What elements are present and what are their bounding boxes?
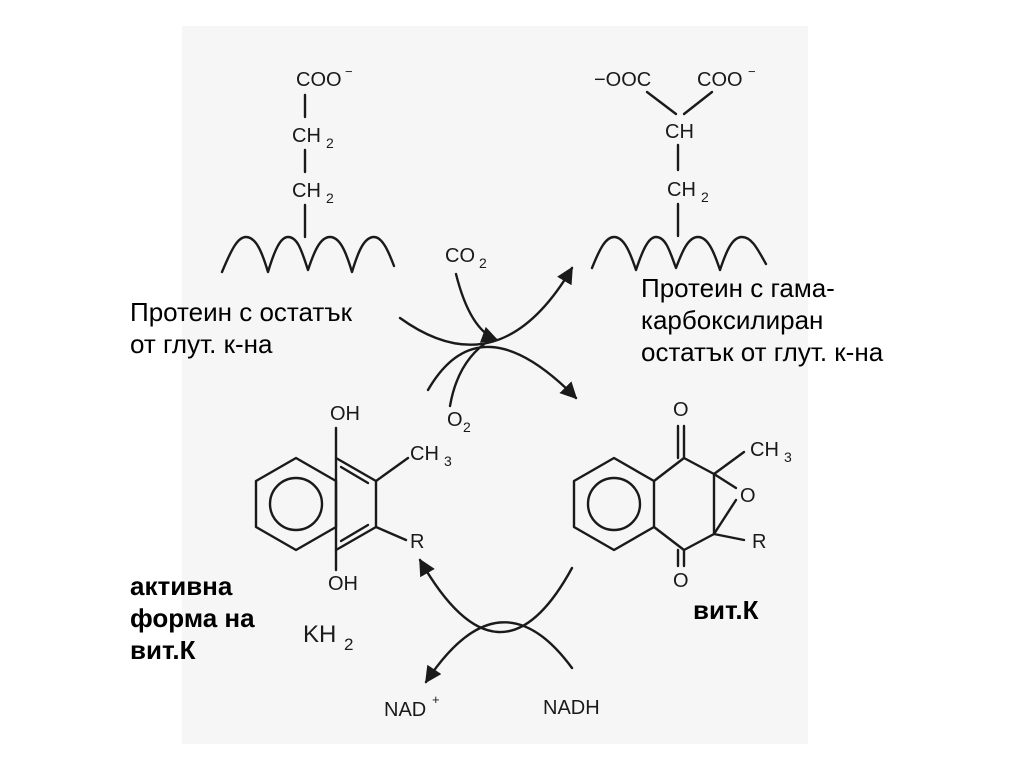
- protein-backbone-wave: [590, 235, 768, 272]
- vitamin-k-label: вит.К: [693, 595, 759, 625]
- methylene-subscript: 2: [326, 135, 334, 151]
- side-chain-label: R: [752, 531, 766, 553]
- methyl-subscript: 3: [444, 453, 452, 469]
- epoxide-bond: [712, 498, 738, 536]
- bond-line: [374, 456, 410, 483]
- aromatic-circle: [586, 476, 642, 532]
- vitamin-k-oxidation-arrow: [426, 345, 578, 400]
- epoxide-bond: [712, 472, 738, 490]
- double-bond-line: [339, 523, 370, 543]
- bond-line: [712, 450, 746, 476]
- nad-plus-label: NAD: [384, 699, 426, 721]
- nadh-oxidation-arrow: [424, 621, 574, 684]
- carboxylate-charge: −: [345, 64, 353, 79]
- benzene-ring: [254, 456, 338, 552]
- aromatic-circle: [268, 476, 324, 532]
- epoxide-reduction-arrow: [418, 558, 574, 634]
- epoxide-oxygen-label: O: [740, 485, 756, 507]
- methylene-subscript: 2: [326, 190, 334, 206]
- double-bond-line: [339, 465, 370, 485]
- reduction-arrows: NAD + NADH: [384, 558, 600, 721]
- gla-residue-structure: −OOC COO − CH CH 2: [590, 64, 768, 272]
- carboxylation-arrows: CO 2 O 2: [398, 245, 578, 435]
- ring-outline: [334, 456, 378, 552]
- bond-line: [374, 525, 408, 542]
- methyl-label: CH: [750, 439, 779, 461]
- methine-label: CH: [665, 121, 694, 143]
- gla-protein-label: Протеин с гама- карбоксилиран остатък от…: [641, 273, 884, 367]
- vitamin-k-hydroquinone-structure: OH OH CH 3 R: [254, 403, 452, 595]
- ring-outline: [652, 456, 716, 552]
- methylene-label: CH: [292, 180, 321, 202]
- methylene-label: CH: [667, 179, 696, 201]
- bond-line: [645, 90, 678, 116]
- carboxylate-label: −OOC: [594, 69, 651, 91]
- methyl-label: CH: [410, 443, 439, 465]
- glutamate-protein-label: Протеин с остатък от глут. к-на: [130, 297, 352, 359]
- benzene-ring: [572, 456, 656, 552]
- bond-line: [682, 90, 714, 116]
- carbonyl-oxygen-label: O: [673, 570, 689, 592]
- kh2-label: KH: [303, 621, 336, 648]
- carbonyl-oxygen-label: O: [673, 399, 689, 421]
- carboxylate-label: COO: [296, 69, 342, 91]
- oxygen-label: O: [447, 409, 463, 431]
- methyl-subscript: 3: [784, 449, 792, 465]
- oxygen-subscript: 2: [463, 419, 471, 435]
- kh2-subscript: 2: [344, 635, 353, 654]
- protein-backbone-wave: [220, 235, 396, 274]
- methylene-label: CH: [292, 125, 321, 147]
- hydroxyl-label: OH: [330, 403, 360, 425]
- co2-input-arrow: [454, 272, 499, 343]
- methylene-subscript: 2: [701, 189, 709, 205]
- hydroxyl-label: OH: [328, 573, 358, 595]
- side-chain-label: R: [410, 531, 424, 553]
- carbon-dioxide-subscript: 2: [479, 255, 487, 271]
- vitamin-k-epoxide-structure: O O O CH 3 R: [572, 399, 792, 592]
- glutamate-residue-structure: COO − CH 2 CH 2: [220, 64, 396, 274]
- carbon-dioxide-label: CO: [445, 245, 475, 267]
- bond-line: [712, 532, 746, 542]
- active-vitamin-k-label: активна форма на вит.К: [130, 571, 255, 665]
- carboxylate-charge: −: [748, 64, 756, 79]
- o2-input-arrow: [448, 338, 492, 408]
- nad-plus-charge: +: [432, 692, 440, 707]
- carboxylate-label: COO: [697, 69, 743, 91]
- nadh-label: NADH: [543, 697, 600, 719]
